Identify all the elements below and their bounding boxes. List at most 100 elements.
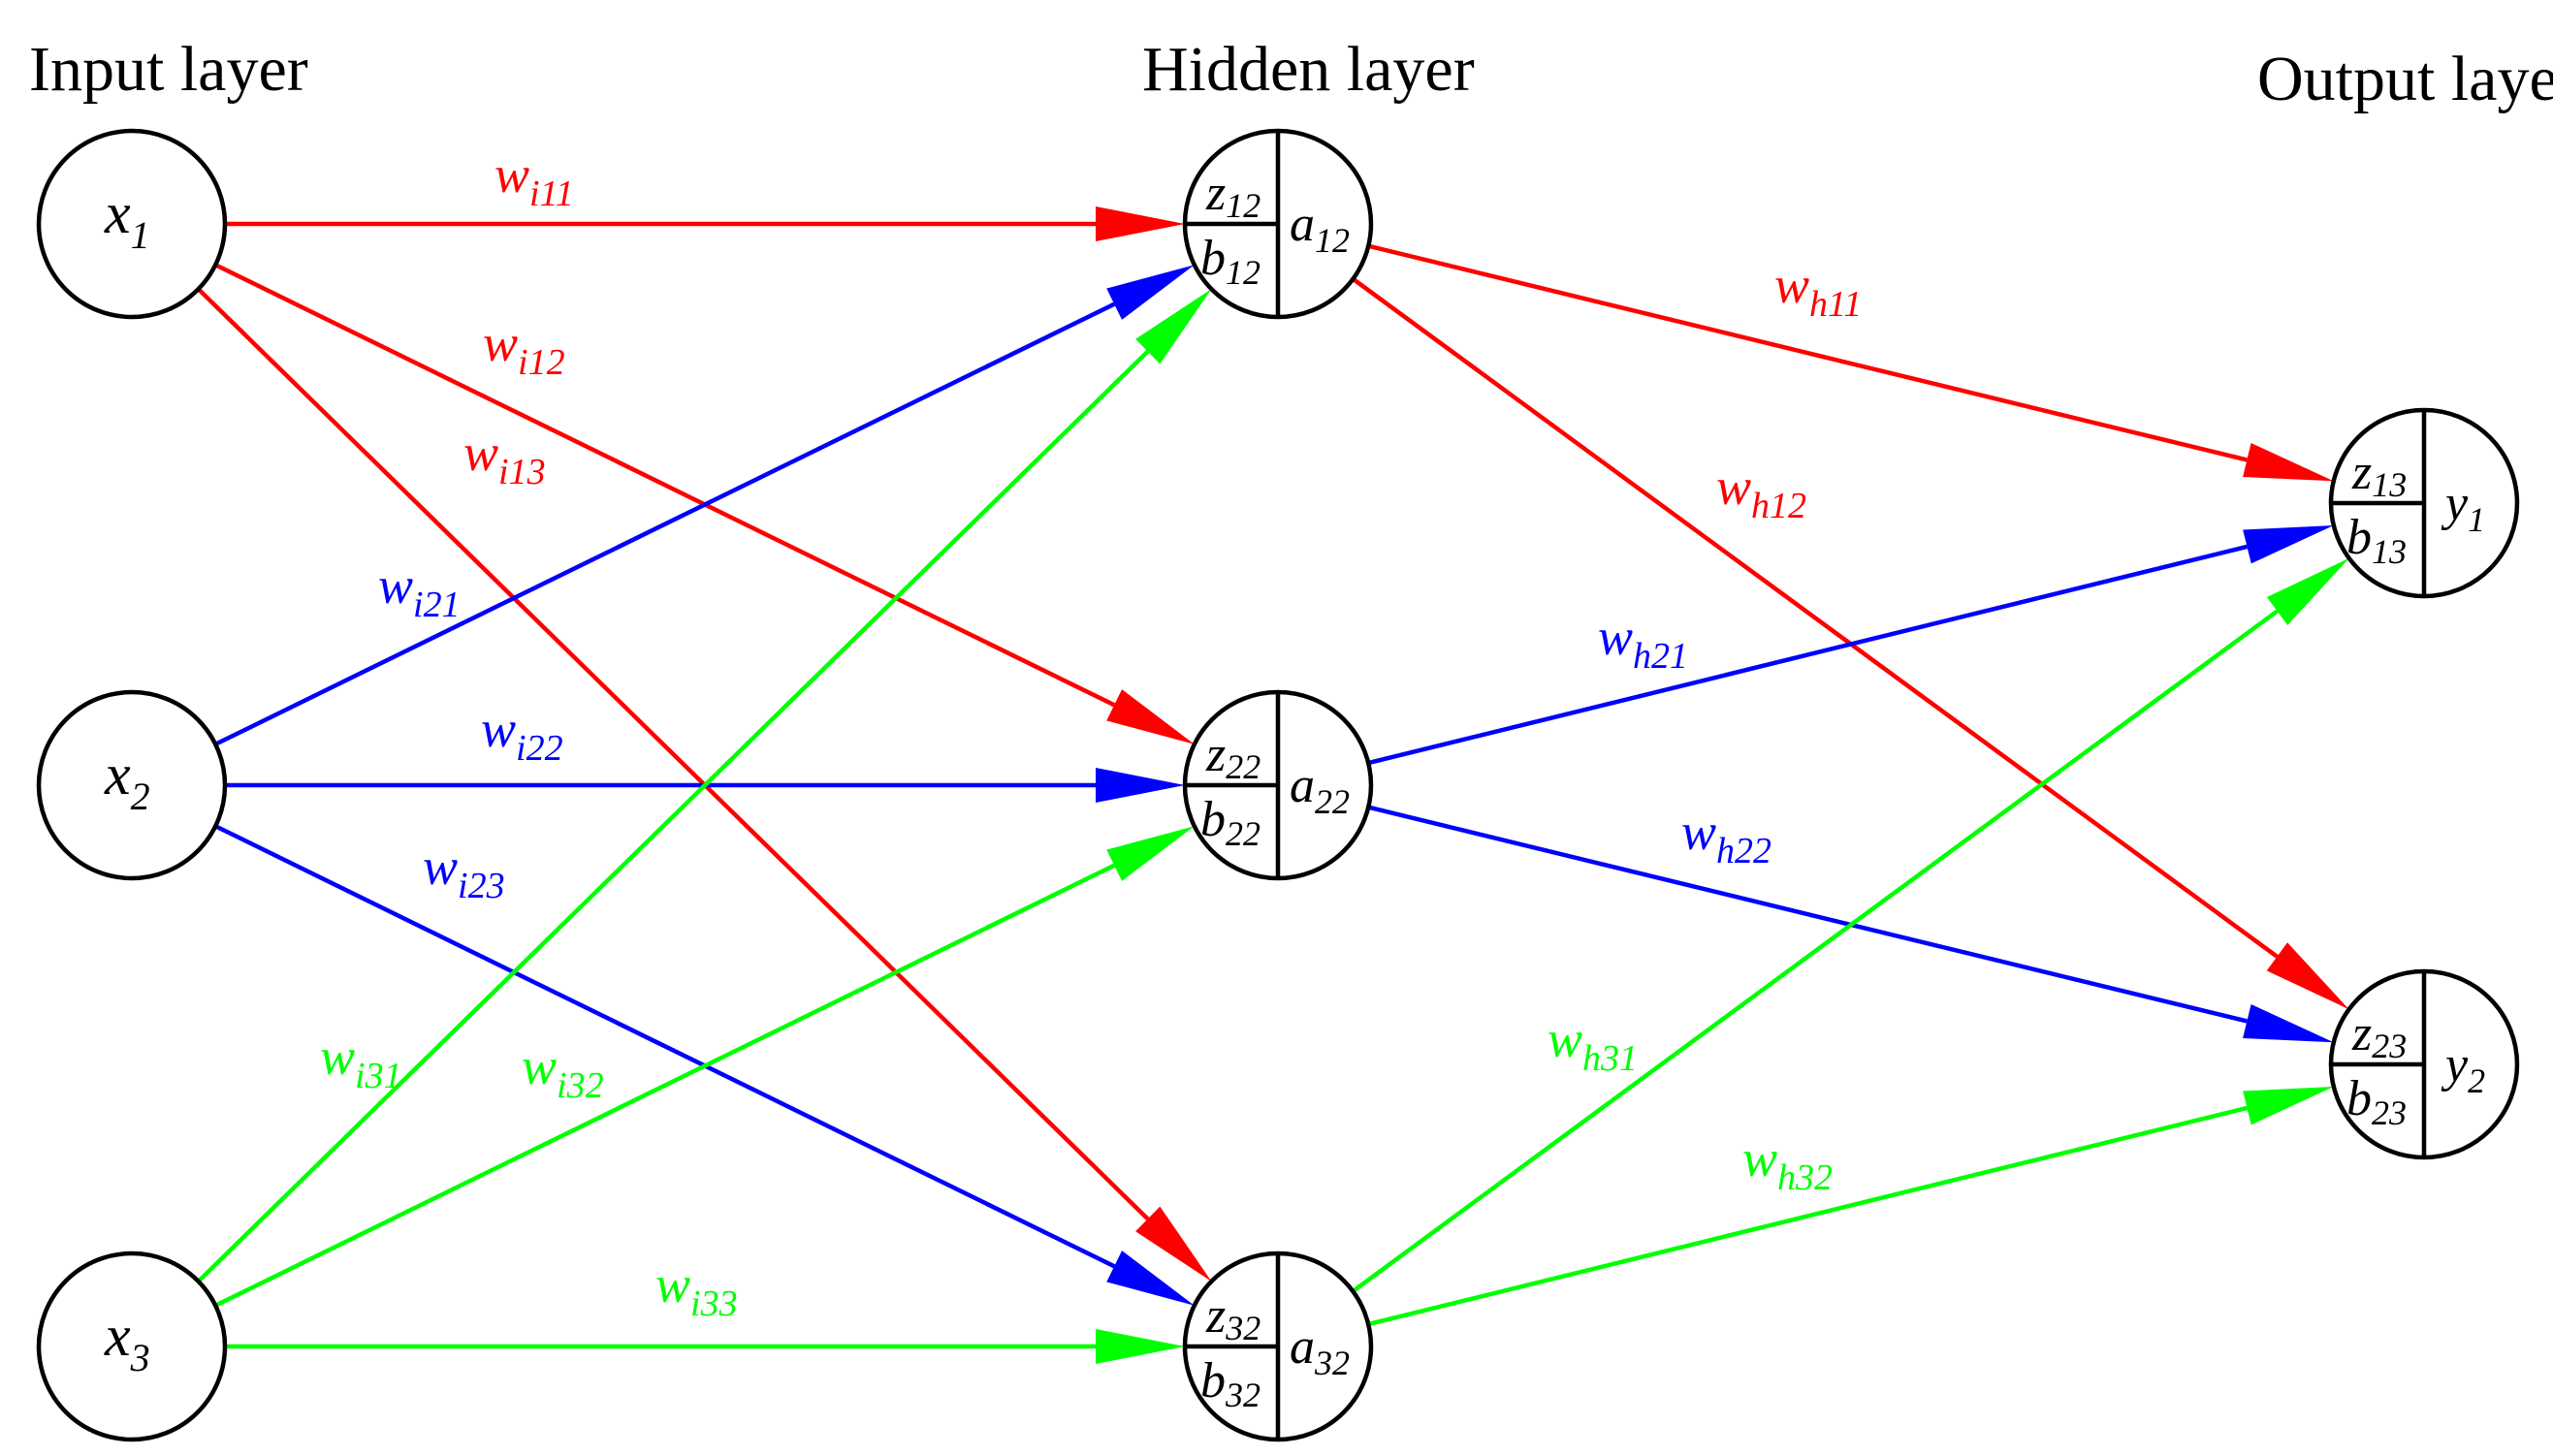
weight-label-wi13: wi13 bbox=[463, 424, 546, 492]
x2-sub: 2 bbox=[131, 775, 150, 818]
weight-subscript: i31 bbox=[355, 1056, 402, 1096]
output-node-2: z23 b23 y2 bbox=[2328, 968, 2520, 1160]
weight-symbol: w bbox=[1742, 1129, 1777, 1187]
arrowhead-wh32 bbox=[2243, 1086, 2334, 1125]
svg-text:a32: a32 bbox=[1290, 1319, 1350, 1382]
arrowhead-wi32 bbox=[1106, 826, 1195, 881]
weight-label-wi32: wi32 bbox=[522, 1037, 604, 1106]
edge-wi32 bbox=[214, 863, 1116, 1308]
output-layer-title: Output layer bbox=[2257, 44, 2553, 114]
svg-text:x3: x3 bbox=[104, 1304, 150, 1379]
weight-symbol: w bbox=[463, 424, 498, 482]
input-node-x3: x3 bbox=[36, 1250, 228, 1442]
weight-subscript: h31 bbox=[1582, 1038, 1638, 1079]
weight-subscript: i11 bbox=[529, 174, 574, 214]
weight-label-wi31: wi31 bbox=[320, 1028, 402, 1096]
weight-label-wi23: wi23 bbox=[423, 838, 505, 906]
svg-text:y1: y1 bbox=[2441, 476, 2485, 539]
h1-b: b bbox=[1200, 231, 1226, 286]
arrowhead-wh12 bbox=[2266, 942, 2349, 1010]
edge-wh21 bbox=[1367, 544, 2248, 766]
weight-label-wh31: wh31 bbox=[1548, 1010, 1638, 1079]
h1-a: a bbox=[1290, 197, 1315, 252]
h2-z-sub: 22 bbox=[1226, 747, 1261, 786]
svg-text:z23: z23 bbox=[2351, 1006, 2407, 1065]
o2-y-sub: 2 bbox=[2468, 1061, 2485, 1100]
weight-symbol: w bbox=[378, 556, 413, 615]
svg-text:z13: z13 bbox=[2351, 445, 2407, 504]
edge-wi13 bbox=[197, 287, 1150, 1221]
weight-subscript: i32 bbox=[557, 1065, 604, 1106]
hidden-node-1: z12 b12 a12 bbox=[1182, 128, 1374, 320]
output-node-1: z13 b13 y1 bbox=[2328, 407, 2520, 599]
arrowhead-wi23 bbox=[1106, 1250, 1195, 1306]
weight-subscript: i12 bbox=[518, 342, 565, 383]
arrowhead-wi31 bbox=[1135, 289, 1212, 364]
arrowhead-wi12 bbox=[1106, 689, 1195, 744]
o1-z-sub: 13 bbox=[2372, 465, 2407, 504]
weight-label-wi12: wi12 bbox=[483, 314, 565, 383]
arrowhead-wi22 bbox=[1096, 768, 1185, 803]
o2-b: b bbox=[2346, 1071, 2372, 1126]
hidden-node-2: z22 b22 a 22 bbox=[1182, 689, 1374, 881]
o2-z-sub: 23 bbox=[2372, 1027, 2407, 1065]
h1-a-sub: 12 bbox=[1315, 221, 1350, 260]
weight-symbol: w bbox=[483, 314, 518, 372]
svg-text:z22: z22 bbox=[1205, 727, 1261, 786]
o1-y: y bbox=[2441, 476, 2469, 531]
weight-label-wh22: wh22 bbox=[1681, 803, 1771, 871]
h3-b-sub: 32 bbox=[1225, 1376, 1261, 1414]
weight-symbol: w bbox=[320, 1028, 355, 1086]
weight-symbol: w bbox=[1548, 1010, 1582, 1068]
arrowhead-wh31 bbox=[2266, 557, 2349, 625]
weight-symbol: w bbox=[481, 700, 516, 758]
arrowhead-wh22 bbox=[2243, 1004, 2334, 1043]
edge-wh22 bbox=[1367, 805, 2248, 1024]
weight-subscript: i22 bbox=[516, 728, 563, 769]
arrowhead-wh11 bbox=[2243, 443, 2334, 482]
weight-symbol: w bbox=[1681, 803, 1716, 861]
weight-subscript: i23 bbox=[458, 866, 505, 906]
weight-label-wh21: wh21 bbox=[1598, 608, 1688, 677]
svg-text:z32: z32 bbox=[1205, 1288, 1261, 1347]
weight-subscript: i21 bbox=[413, 585, 461, 625]
weight-subscript: h32 bbox=[1777, 1157, 1833, 1198]
h3-a: a bbox=[1290, 1319, 1315, 1375]
weight-label-wi21: wi21 bbox=[378, 556, 461, 625]
x3-sub: 3 bbox=[130, 1336, 150, 1379]
arrowhead-wi13 bbox=[1135, 1206, 1212, 1282]
x1-sub: 1 bbox=[131, 213, 150, 257]
weight-subscript: h12 bbox=[1751, 486, 1806, 526]
input-node-x1: x1 bbox=[36, 128, 228, 320]
edge-wi31 bbox=[197, 349, 1150, 1283]
weight-symbol: w bbox=[522, 1037, 557, 1095]
weight-symbol: w bbox=[423, 838, 458, 896]
svg-text:b13: b13 bbox=[2346, 510, 2407, 571]
input-layer-title: Input layer bbox=[29, 34, 308, 105]
h3-z-sub: 32 bbox=[1225, 1309, 1261, 1347]
weight-label-wh32: wh32 bbox=[1742, 1129, 1833, 1198]
weight-subscript: i33 bbox=[690, 1283, 738, 1324]
svg-text:b22: b22 bbox=[1200, 792, 1261, 853]
weight-subscript: h21 bbox=[1633, 636, 1688, 677]
h1-z: z bbox=[1205, 166, 1226, 221]
weight-subscript: h11 bbox=[1809, 284, 1862, 325]
weight-subscript: h22 bbox=[1716, 831, 1771, 871]
x3-var: x bbox=[104, 1304, 131, 1368]
weight-symbol: w bbox=[495, 145, 529, 204]
h3-a-sub: 32 bbox=[1314, 1344, 1350, 1382]
x2-var: x bbox=[104, 743, 131, 807]
svg-text:b23: b23 bbox=[2346, 1071, 2407, 1132]
hidden-layer-title: Hidden layer bbox=[1142, 34, 1475, 105]
hidden-node-3: z32 b32 a32 bbox=[1182, 1250, 1374, 1442]
weight-label-wh11: wh11 bbox=[1774, 256, 1862, 325]
weight-symbol: w bbox=[655, 1255, 690, 1314]
weight-label-wh12: wh12 bbox=[1716, 458, 1806, 526]
edge-wh12 bbox=[1352, 276, 2279, 959]
h2-a: a bbox=[1290, 758, 1315, 813]
edge-wi12 bbox=[214, 263, 1116, 708]
svg-text:b12: b12 bbox=[1200, 231, 1261, 292]
edges bbox=[197, 206, 2349, 1364]
svg-text:x1: x1 bbox=[104, 181, 150, 257]
